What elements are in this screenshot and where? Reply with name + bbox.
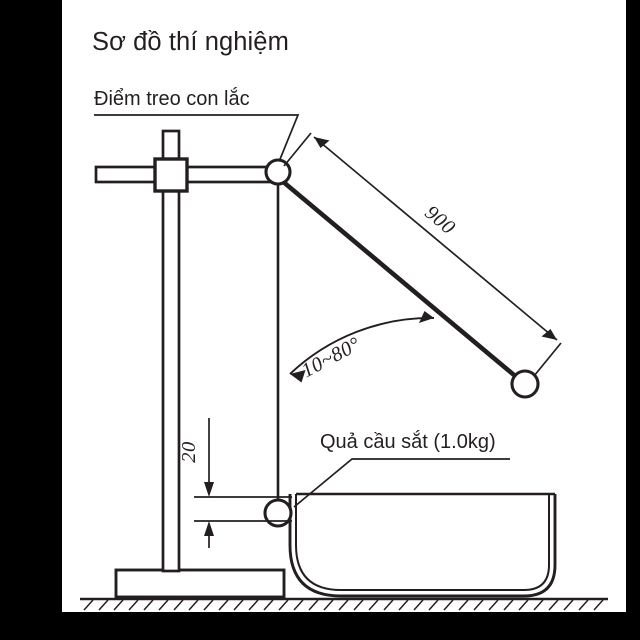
iron-ball-raised bbox=[510, 369, 540, 399]
dimension-value-900: 900 bbox=[420, 202, 459, 240]
ground-hatching bbox=[80, 597, 608, 611]
page-title: Sơ đồ thí nghiệm bbox=[92, 28, 289, 56]
diagram-sheet: Sơ đồ thí nghiệm Điểm treo con lắc bbox=[62, 0, 626, 612]
laboratory-stand bbox=[94, 129, 286, 599]
stand-base bbox=[114, 568, 286, 599]
dimension-ball-clearance: 20 bbox=[178, 418, 292, 548]
callout-label-ball: Quả cầu sắt (1.0kg) bbox=[320, 430, 496, 453]
vertical-post bbox=[161, 129, 181, 573]
pendulum-rod-raised bbox=[279, 178, 516, 377]
iron-ball-at-rest bbox=[263, 498, 293, 528]
dimension-value-20: 20 bbox=[178, 441, 200, 463]
water-tank bbox=[288, 492, 557, 598]
dimension-pendulum-length: 900 bbox=[283, 132, 562, 377]
callout-label-pivot: Điểm treo con lắc bbox=[94, 87, 250, 110]
angle-value-range: 10~80° bbox=[298, 333, 364, 382]
experiment-diagram: Sơ đồ thí nghiệm Điểm treo con lắc bbox=[80, 28, 608, 611]
cross-clamp bbox=[153, 157, 189, 193]
callout-leader-ball bbox=[293, 458, 510, 508]
angle-swing-range: 10~80° bbox=[289, 311, 435, 383]
